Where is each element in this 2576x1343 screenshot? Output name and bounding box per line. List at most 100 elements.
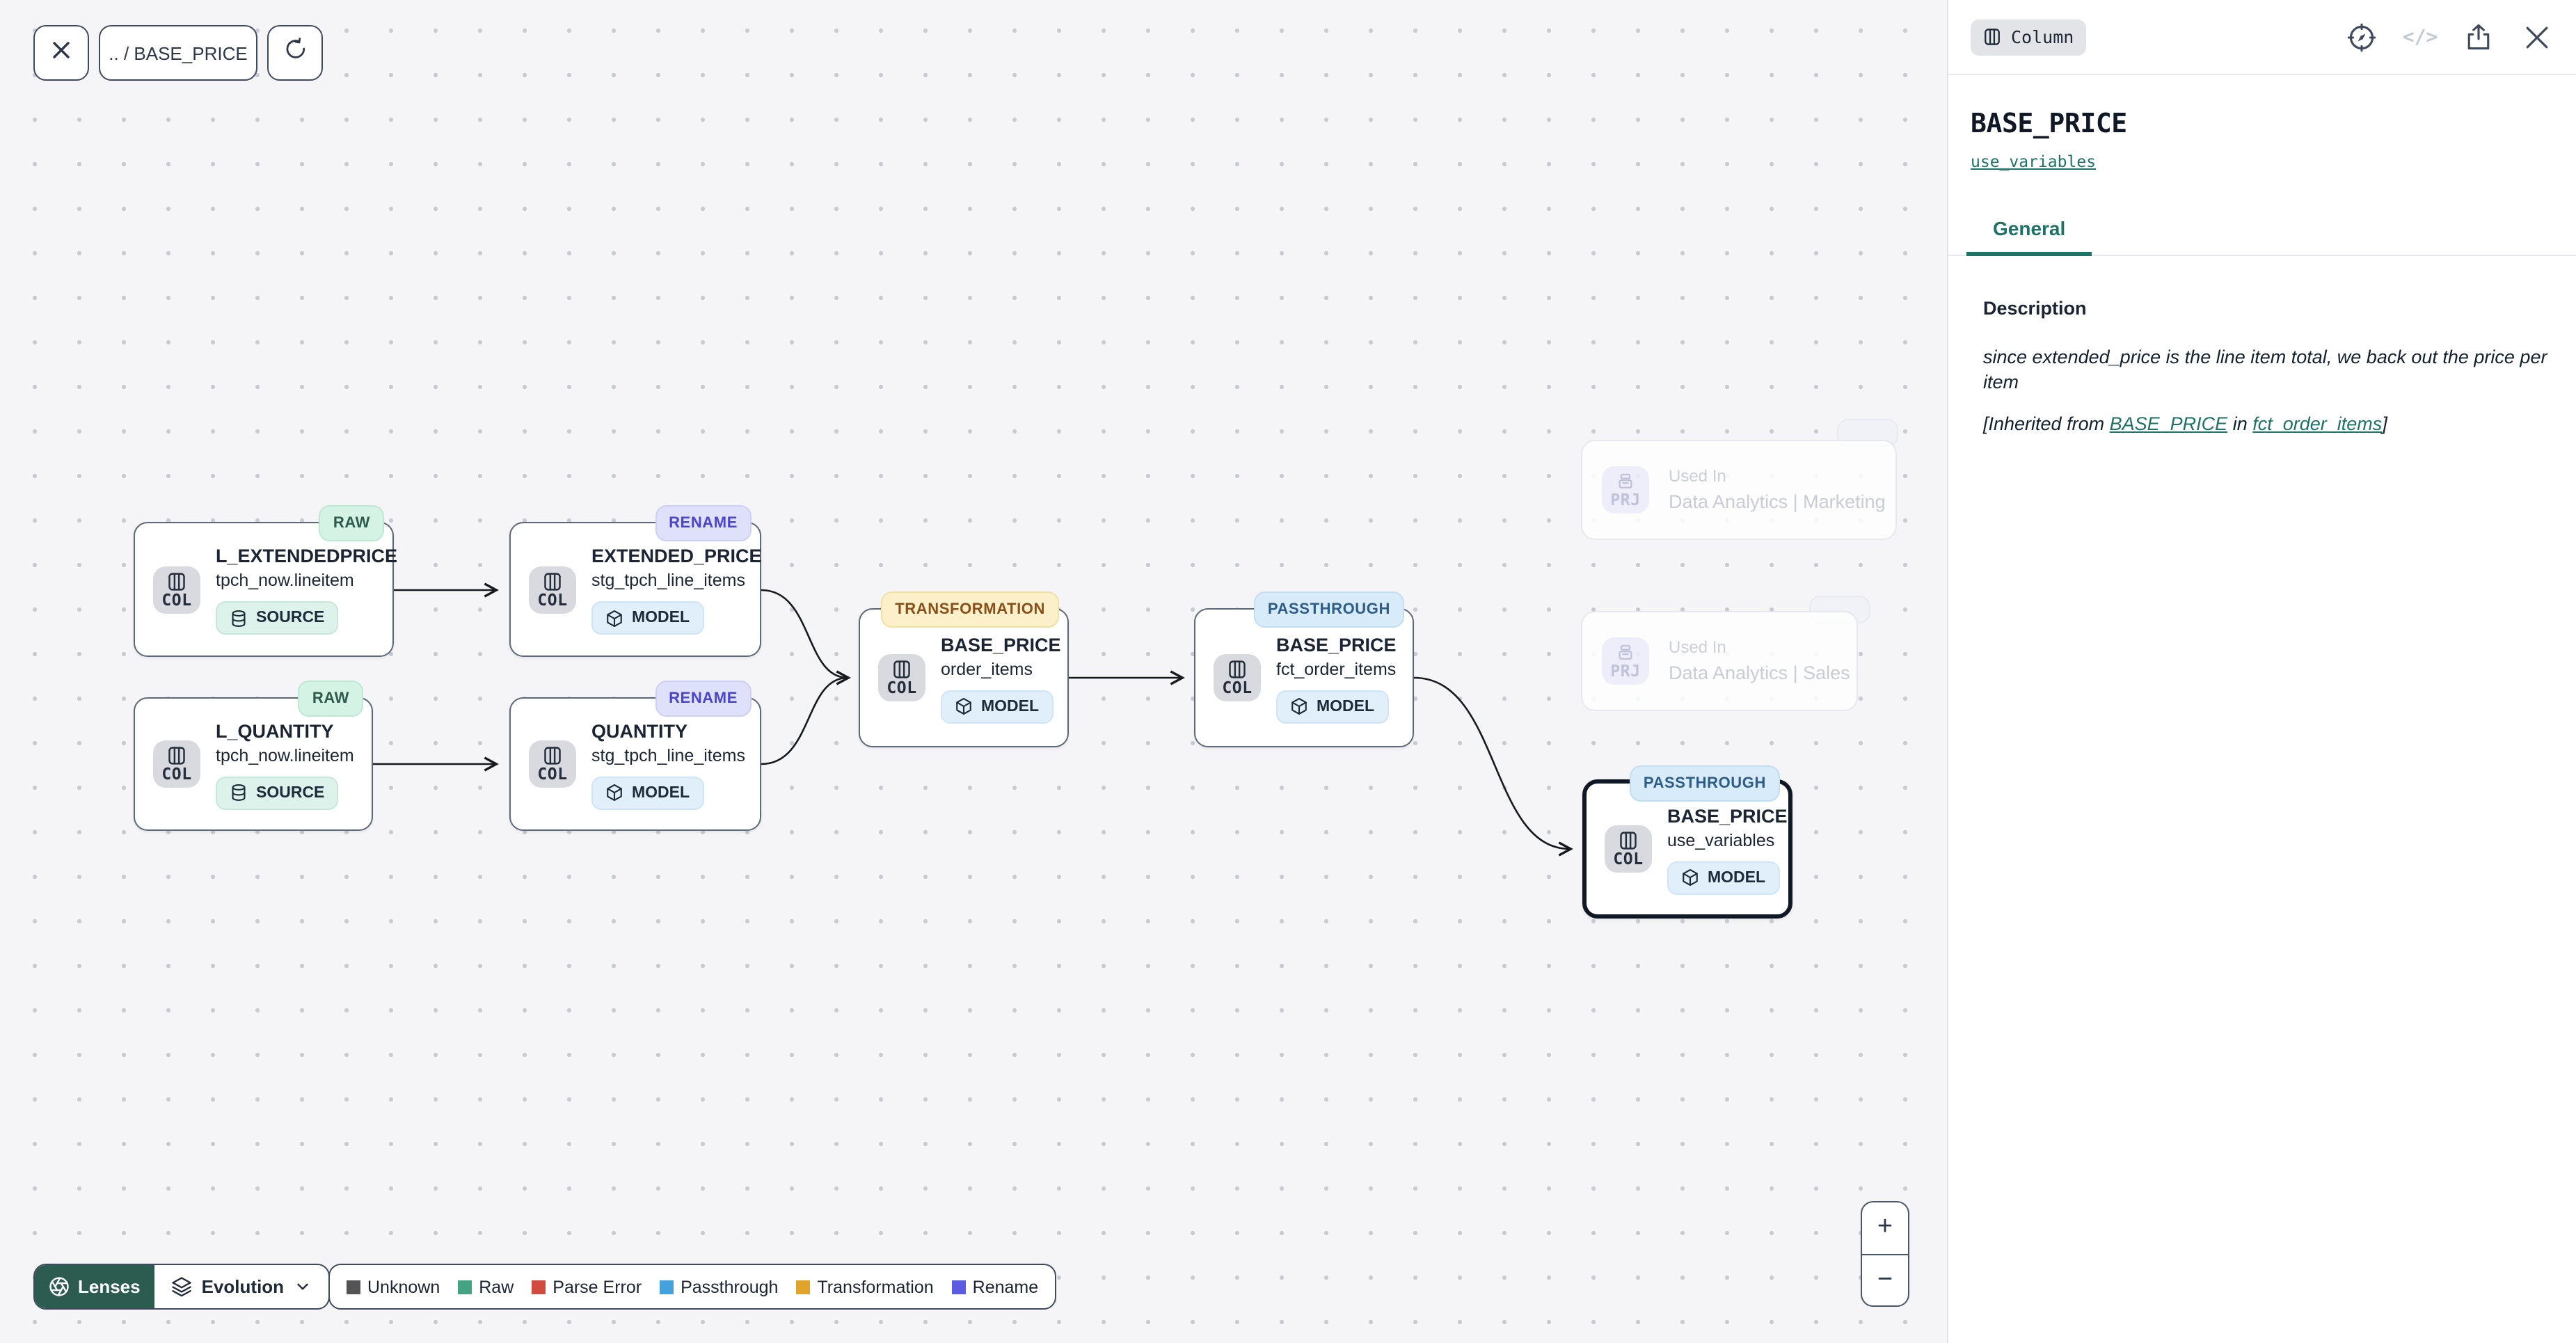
node-subtitle: tpch_now.lineitem bbox=[216, 571, 354, 590]
lens-mode-label: Evolution bbox=[201, 1276, 285, 1297]
aperture-icon bbox=[49, 1276, 70, 1297]
column-node-extended-price[interactable]: RENAME COL EXTENDED_PRICE stg_tpch_line_… bbox=[509, 505, 762, 657]
refresh-icon bbox=[283, 38, 307, 68]
legend-label: Raw bbox=[479, 1277, 514, 1296]
inherited-model-link[interactable]: fct_order_items bbox=[2252, 413, 2383, 434]
column-icon: COL bbox=[153, 566, 200, 613]
legend-item: Raw bbox=[458, 1277, 514, 1296]
breadcrumb-label: .. / BASE_PRICE bbox=[109, 42, 248, 63]
close-lineage-button[interactable] bbox=[33, 25, 89, 81]
lenses-button[interactable]: Lenses bbox=[35, 1265, 154, 1308]
close-panel-icon[interactable] bbox=[2520, 20, 2554, 54]
legend-color-swatch bbox=[796, 1280, 811, 1294]
kind-label: MODEL bbox=[632, 610, 690, 626]
breadcrumb[interactable]: .. / BASE_PRICE bbox=[99, 25, 257, 81]
column-icon: COL bbox=[529, 566, 576, 613]
lens-control: Lenses Evolution bbox=[33, 1264, 331, 1310]
refresh-button[interactable] bbox=[267, 25, 323, 81]
tab-general[interactable]: General bbox=[1966, 217, 2092, 256]
explore-compass-button[interactable] bbox=[2345, 20, 2378, 54]
column-node-l-quantity[interactable]: RAW COL L_QUANTITY tpch_now.lineitem SOU… bbox=[134, 681, 373, 831]
kind-label: MODEL bbox=[632, 784, 690, 801]
legend-color-swatch bbox=[951, 1280, 966, 1294]
description-heading: Description bbox=[1983, 298, 2087, 319]
project-node-sales[interactable]: PRJ Used In Data Analytics | Sales bbox=[1581, 611, 1858, 711]
node-title: BASE_PRICE bbox=[941, 634, 1061, 655]
zoom-out-button[interactable]: − bbox=[1877, 1264, 1893, 1294]
faded-tag bbox=[1809, 596, 1870, 623]
column-icon-label: COL bbox=[161, 589, 192, 609]
cube-icon bbox=[1290, 697, 1308, 715]
inherited-suffix: ] bbox=[2382, 413, 2387, 434]
kind-badge: SOURCE bbox=[216, 776, 339, 809]
column-icon-label: COL bbox=[537, 589, 568, 609]
legend-label: Unknown bbox=[367, 1277, 440, 1296]
node-subtitle: stg_tpch_line_items bbox=[591, 571, 745, 590]
legend-color-swatch bbox=[458, 1280, 472, 1294]
column-icon: COL bbox=[1605, 825, 1652, 873]
kind-badge: SOURCE bbox=[216, 601, 339, 635]
project-icon-label: PRJ bbox=[1610, 661, 1641, 681]
legend-item: Rename bbox=[951, 1277, 1038, 1296]
legend-color-swatch bbox=[532, 1280, 546, 1294]
legend-color-swatch bbox=[347, 1280, 360, 1294]
zoom-in-button[interactable]: + bbox=[1862, 1202, 1908, 1255]
panel-tabs: General bbox=[1948, 217, 2576, 256]
node-title: EXTENDED_PRICE bbox=[591, 546, 762, 566]
project-name: Data Analytics | Sales bbox=[1669, 662, 1850, 683]
lineage-type-tag: PASSTHROUGH bbox=[1253, 591, 1404, 628]
entity-type-badge: Column bbox=[1971, 19, 2087, 55]
kind-label: MODEL bbox=[1708, 869, 1766, 886]
column-node-base-price-order-items[interactable]: TRANSFORMATION COL BASE_PRICE order_item… bbox=[859, 591, 1069, 747]
lineage-type-tag: PASSTHROUGH bbox=[1629, 765, 1780, 802]
node-title: BASE_PRICE bbox=[1276, 634, 1397, 655]
kind-label: SOURCE bbox=[256, 784, 325, 801]
node-title: L_EXTENDEDPRICE bbox=[216, 546, 398, 566]
lineage-type-tag: RAW bbox=[298, 681, 363, 717]
kind-badge: MODEL bbox=[1667, 861, 1780, 894]
node-subtitle: stg_tpch_line_items bbox=[591, 745, 745, 765]
column-icon-label: COL bbox=[1613, 849, 1644, 868]
details-panel: Column </> bbox=[1947, 0, 2576, 1343]
inherited-column-link[interactable]: BASE_PRICE bbox=[2109, 413, 2228, 434]
code-icon[interactable]: </> bbox=[2402, 26, 2438, 48]
inherited-prefix: [Inherited from bbox=[1983, 413, 2110, 434]
project-icon: PRJ bbox=[1602, 466, 1649, 514]
used-in-label: Used In bbox=[1669, 466, 1726, 485]
lineage-type-tag: TRANSFORMATION bbox=[881, 591, 1059, 628]
lineage-canvas[interactable]: .. / BASE_PRICE PRJ Used In bbox=[0, 0, 1947, 1343]
column-icon-label: COL bbox=[161, 764, 192, 784]
database-icon bbox=[230, 784, 248, 802]
project-icon-label: PRJ bbox=[1610, 490, 1641, 509]
parent-model-link[interactable]: use_variables bbox=[1971, 152, 2097, 171]
column-icon-label: COL bbox=[1222, 678, 1253, 697]
column-node-l-extendedprice[interactable]: RAW COL L_EXTENDEDPRICE tpch_now.lineite… bbox=[134, 505, 398, 657]
inherited-note: [Inherited from BASE_PRICE in fct_order_… bbox=[1983, 413, 2554, 434]
kind-badge: MODEL bbox=[941, 690, 1054, 723]
used-in-label: Used In bbox=[1669, 637, 1726, 656]
kind-label: SOURCE bbox=[256, 610, 325, 626]
panel-title-block: BASE_PRICE use_variables bbox=[1948, 75, 2576, 174]
project-node-marketing[interactable]: PRJ Used In Data Analytics | Marketing bbox=[1581, 440, 1897, 540]
node-subtitle: fct_order_items bbox=[1276, 659, 1397, 678]
node-subtitle: order_items bbox=[941, 659, 1033, 678]
cube-icon bbox=[955, 697, 973, 715]
legend-label: Transformation bbox=[817, 1277, 934, 1296]
legend-label: Passthrough bbox=[681, 1277, 779, 1296]
legend-item: Passthrough bbox=[660, 1277, 778, 1296]
column-icon: COL bbox=[153, 740, 200, 788]
chevron-down-icon bbox=[294, 1278, 312, 1296]
legend-color-swatch bbox=[660, 1280, 674, 1294]
lineage-type-tag: RENAME bbox=[655, 681, 752, 717]
column-node-quantity[interactable]: RENAME COL QUANTITY stg_tpch_line_items … bbox=[509, 681, 761, 831]
lineage-type-tag: RAW bbox=[319, 505, 384, 541]
lens-mode-dropdown[interactable]: Evolution bbox=[154, 1265, 328, 1308]
column-icon bbox=[1983, 28, 2001, 46]
column-node-base-price-use-variables-selected[interactable]: PASSTHROUGH COL BASE_PRICE use_variables… bbox=[1582, 765, 1792, 919]
kind-badge: MODEL bbox=[591, 776, 704, 809]
legend-item: Unknown bbox=[347, 1277, 440, 1296]
share-icon[interactable] bbox=[2462, 20, 2495, 54]
column-icon-label: COL bbox=[887, 678, 917, 697]
legend-item: Parse Error bbox=[532, 1277, 642, 1296]
column-node-base-price-fct-order-items[interactable]: PASSTHROUGH COL BASE_PRICE fct_order_ite… bbox=[1194, 591, 1414, 747]
